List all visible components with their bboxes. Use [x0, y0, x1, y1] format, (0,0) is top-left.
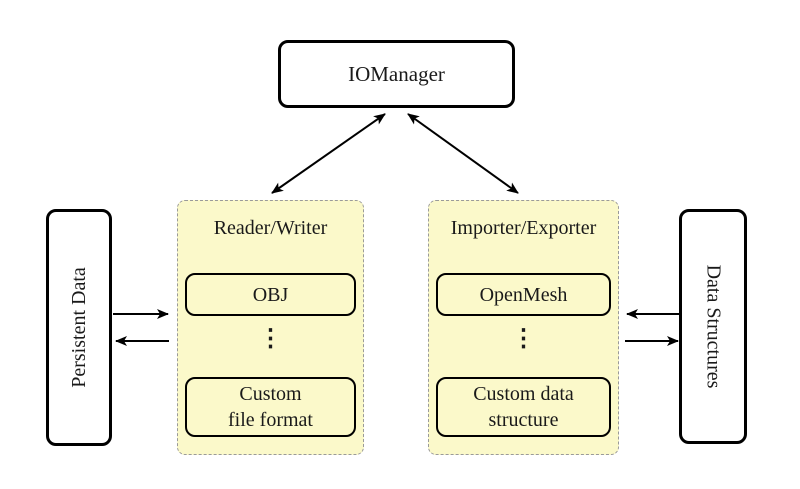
- persistent-data-node: Persistent Data: [46, 209, 112, 446]
- custom-file-format-node: Custom file format: [185, 377, 356, 437]
- openmesh-label: OpenMesh: [479, 283, 568, 306]
- iomanager-label: IOManager: [348, 61, 445, 86]
- importer-exporter-group: Importer/Exporter OpenMesh ⋮ Custom data…: [428, 200, 619, 455]
- custom-data-structure-line1: Custom data: [473, 383, 574, 405]
- custom-data-structure-node: Custom data structure: [436, 377, 611, 437]
- iomanager-node: IOManager: [278, 40, 515, 108]
- data-structures-node: Data Structures: [679, 209, 747, 444]
- vertical-dots: ⋮: [258, 326, 283, 352]
- arrow-iomanager-importer-exporter: [407, 113, 519, 194]
- obj-node: OBJ: [185, 273, 356, 316]
- importer-exporter-title: Importer/Exporter: [450, 217, 597, 239]
- custom-file-format-line2: file format: [228, 409, 313, 431]
- reader-writer-group: Reader/Writer OBJ ⋮ Custom file format: [177, 200, 364, 455]
- custom-data-structure-line2: structure: [488, 409, 559, 431]
- vertical-dots: ⋮: [511, 326, 536, 352]
- arrow-iomanager-reader-writer: [271, 113, 386, 194]
- reader-writer-title: Reader/Writer: [213, 217, 328, 239]
- openmesh-node: OpenMesh: [436, 273, 611, 316]
- persistent-data-label: Persistent Data: [67, 267, 90, 388]
- obj-label: OBJ: [252, 283, 289, 306]
- data-structures-label: Data Structures: [702, 264, 725, 389]
- custom-file-format-line1: Custom: [239, 383, 302, 405]
